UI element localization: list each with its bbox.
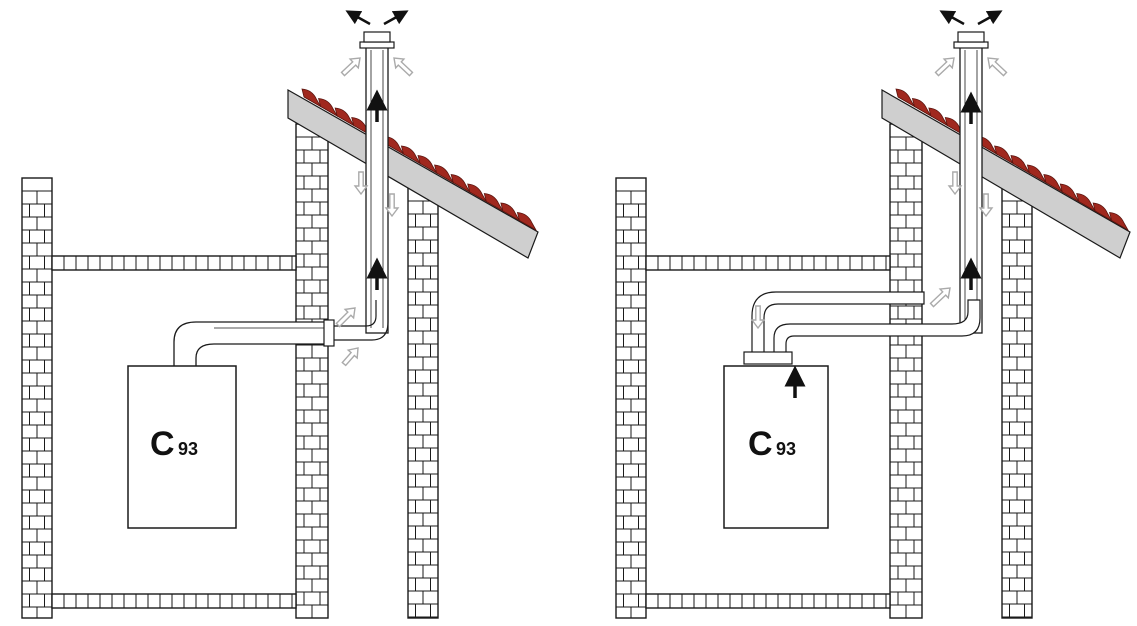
roof-tile	[1026, 164, 1047, 184]
brick-walls-right	[615, 123, 1033, 619]
boiler-label-sub: 93	[776, 439, 796, 459]
air-arrow-icon	[341, 347, 359, 367]
boiler-label-sub: 93	[178, 439, 198, 459]
panel-left: C 93	[21, 10, 539, 619]
air-arrow-icon	[978, 193, 994, 218]
flue-exhaust-pipe	[773, 299, 981, 352]
brick-walls-left	[21, 123, 439, 619]
air-intake-pipe	[751, 291, 925, 352]
roof-tile	[467, 183, 488, 203]
roof-slab	[287, 88, 539, 259]
flue-gas-arrows	[784, 10, 1003, 398]
air-arrow-icon	[353, 171, 369, 196]
roof-tile	[1076, 193, 1097, 213]
flue-terminal-cap	[359, 31, 395, 49]
roof-tile	[994, 145, 1015, 165]
boiler-label-main: C	[748, 425, 773, 463]
air-arrow-icon	[934, 57, 955, 77]
roof-tile	[500, 202, 521, 222]
roof-tile	[301, 88, 322, 108]
air-arrow-icon	[929, 287, 951, 308]
ceiling-beam	[51, 255, 297, 271]
roof-tile	[1010, 155, 1031, 175]
outer-wall	[615, 177, 647, 619]
roof-tile	[1059, 183, 1080, 203]
chimney-wall	[1001, 187, 1033, 619]
air-arrow-icon	[947, 171, 963, 196]
fresh-air-arrows	[750, 57, 1008, 330]
roof-tiles	[895, 88, 1130, 232]
air-arrow-icon	[335, 307, 356, 328]
horizontal-flue-pipe	[173, 300, 389, 368]
roof-tile	[400, 145, 422, 165]
boiler-flue-adapter	[743, 351, 793, 365]
air-arrow-icon	[393, 57, 414, 77]
roof-slab	[881, 88, 1131, 259]
ceiling-beam	[645, 255, 891, 271]
inner-wall	[295, 123, 329, 619]
floor-beam	[645, 593, 891, 609]
roof-tile	[911, 98, 932, 118]
panel-right: C 93	[615, 10, 1131, 619]
roof-tile	[895, 88, 916, 108]
flue-terminal-cap	[953, 31, 989, 49]
air-arrow-icon	[340, 57, 361, 77]
air-arrow-icon	[750, 305, 766, 330]
boiler: C 93	[127, 365, 237, 529]
fresh-air-arrows	[335, 57, 414, 367]
boiler-label-main: C	[150, 425, 175, 463]
air-arrow-icon	[987, 57, 1008, 77]
roof-tile	[928, 107, 949, 127]
inner-wall	[889, 123, 923, 619]
roof-right	[881, 88, 1131, 259]
flue-gas-arrows	[345, 10, 409, 290]
roof-tile	[417, 155, 438, 175]
roof-tile	[1092, 202, 1113, 222]
roof-tile	[434, 164, 455, 184]
roof-tile	[1109, 212, 1130, 232]
outer-wall	[21, 177, 53, 619]
chimney-wall	[407, 187, 439, 619]
floor-beam	[51, 593, 297, 609]
air-arrow-icon	[384, 193, 400, 218]
roof-tile	[1043, 174, 1064, 194]
roof-tile	[334, 107, 355, 127]
roof-tile	[450, 174, 471, 194]
roof-tile	[516, 212, 538, 232]
roof-tile	[318, 98, 339, 118]
boiler: C 93	[723, 365, 829, 529]
roof-tile	[483, 193, 504, 213]
